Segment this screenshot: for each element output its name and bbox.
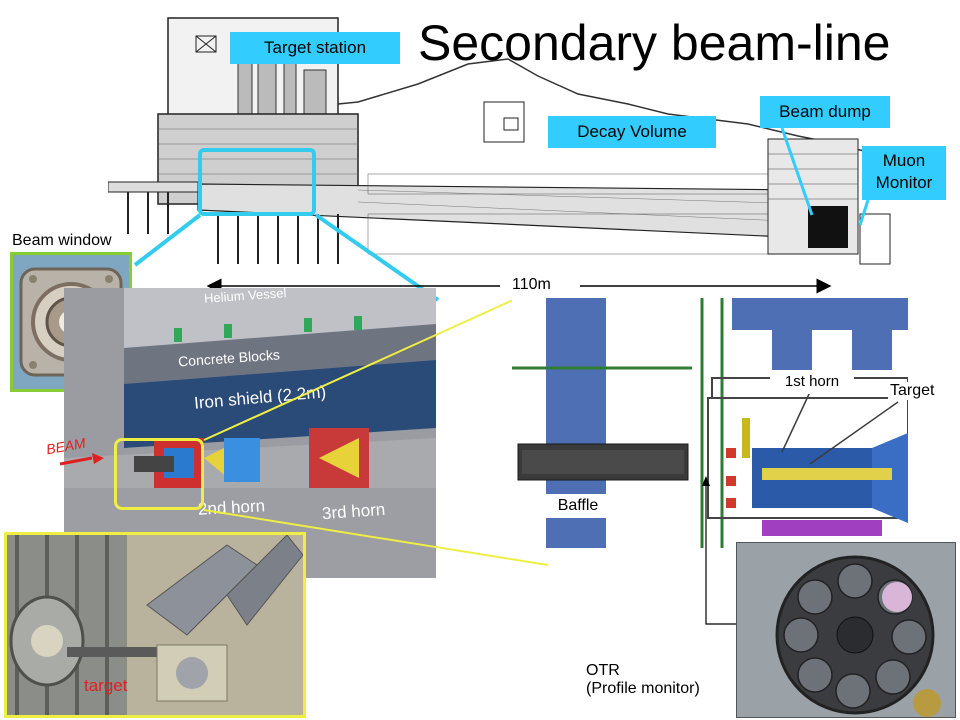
otr-photo (736, 542, 956, 718)
target-cross-section-drawing (512, 298, 908, 548)
otr-label-line2: (Profile monitor) (586, 680, 700, 697)
decay-volume-callout: Decay Volume (548, 116, 716, 148)
target-station-highlight (198, 148, 316, 216)
page-title: Secondary beam-line (418, 15, 891, 71)
first-horn-callout: 1st horn (770, 370, 854, 394)
otr-label-line1: OTR (586, 662, 620, 679)
target-label: Target (888, 382, 937, 400)
target-photo (4, 532, 306, 718)
beam-dump-callout: Beam dump (760, 96, 890, 128)
distance-label: 110m (512, 276, 551, 293)
beam-arrow (59, 453, 104, 466)
target-area-highlight (114, 438, 204, 510)
distance-arrow (206, 278, 832, 294)
muon-monitor-line1: Muon (882, 151, 926, 170)
beam-window-label: Beam window (12, 232, 112, 249)
target-photo-label: target (84, 676, 128, 695)
baffle-label: Baffle (544, 494, 612, 518)
muon-monitor-callout: Muon Monitor (862, 146, 946, 200)
target-station-callout: Target station (230, 32, 400, 64)
muon-monitor-line2: Monitor (875, 173, 933, 192)
